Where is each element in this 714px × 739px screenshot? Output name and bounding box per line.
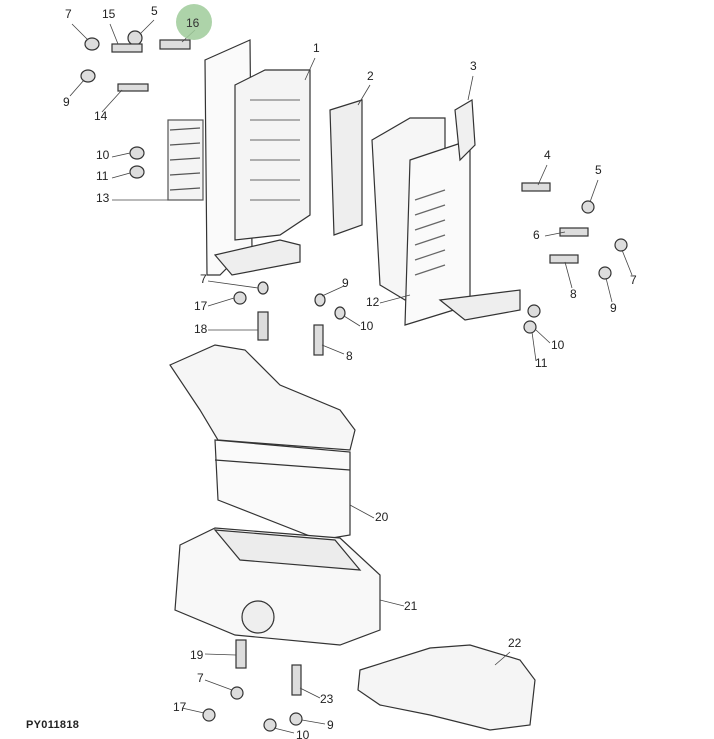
highlight-circle — [176, 4, 212, 40]
callout: 9 — [610, 301, 617, 315]
callout: 8 — [570, 287, 577, 301]
callout: 10 — [360, 319, 374, 333]
callout: 12 — [366, 295, 380, 309]
callout: 8 — [346, 349, 353, 363]
part-2-seal — [329, 99, 363, 236]
callout: 14 — [94, 109, 108, 123]
callout: 5 — [151, 4, 158, 18]
callout: 7 — [630, 273, 637, 287]
callout: 7 — [197, 671, 204, 685]
callout: 3 — [470, 59, 477, 73]
callout: 10 — [551, 338, 565, 352]
part-13-comb — [167, 119, 204, 201]
callout: 20 — [375, 510, 389, 524]
part-20-connector-body — [169, 344, 356, 541]
callout: 2 — [367, 69, 374, 83]
callout: 10 — [96, 148, 110, 162]
callout: 21 — [404, 599, 418, 613]
callout: 17 — [173, 700, 187, 714]
callout: 22 — [508, 636, 522, 650]
callout: 1 — [313, 41, 320, 55]
callout: 6 — [533, 228, 540, 242]
callout: 9 — [63, 95, 70, 109]
callout: 19 — [190, 648, 204, 662]
callout-16-highlighted: 16 — [186, 16, 200, 30]
callout: 10 — [296, 728, 310, 739]
part-22-cover — [357, 644, 536, 731]
callout: 5 — [595, 163, 602, 177]
callout: 23 — [320, 692, 334, 706]
part-1-housing — [204, 39, 311, 276]
callout: 17 — [194, 299, 208, 313]
callout: 13 — [96, 191, 110, 205]
part-21-backshell — [174, 527, 381, 646]
callout: 7 — [65, 7, 72, 21]
callout: 11 — [96, 169, 109, 183]
callout: 11 — [535, 356, 548, 370]
figure-id: PY011818 — [26, 719, 80, 731]
callout: 18 — [194, 322, 208, 336]
callout: 15 — [102, 7, 116, 21]
callout: 4 — [544, 148, 551, 162]
callout: 7 — [200, 272, 207, 286]
part-3-housing — [371, 98, 521, 326]
callout: 9 — [342, 276, 349, 290]
callout: 9 — [327, 718, 334, 732]
